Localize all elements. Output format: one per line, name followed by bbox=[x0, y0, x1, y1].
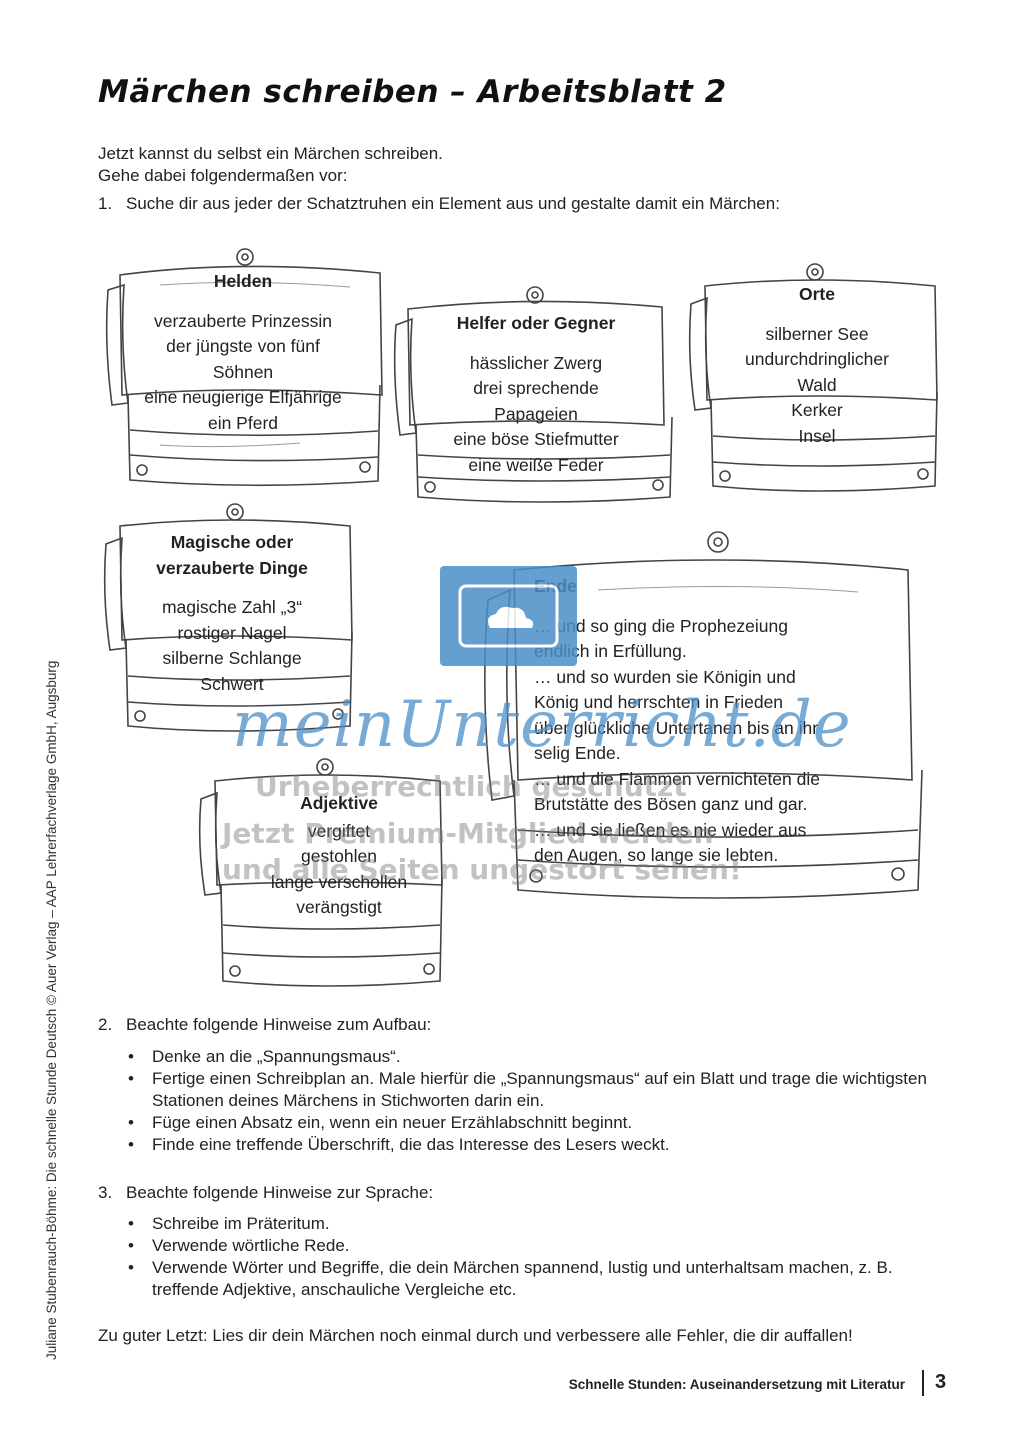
step-3-number: 3. bbox=[98, 1183, 113, 1202]
chest-item: eine neugierige Elfjährige bbox=[144, 387, 342, 407]
treasure-chest-icon bbox=[484, 531, 923, 899]
chest-heading: verzauberte Dinge bbox=[156, 557, 308, 578]
watermark-logo-icon bbox=[440, 566, 577, 666]
chest-item: Söhnen bbox=[212, 361, 274, 382]
chest-item: … und die Flammen vernichteten die bbox=[534, 768, 820, 789]
chest-heading: Helfer oder Gegner bbox=[456, 313, 616, 333]
list-item: Füge einen Absatz ein, wenn ein neuer Er… bbox=[128, 1112, 948, 1134]
intro-line-2: Gehe dabei folgendermaßen vor: bbox=[98, 166, 348, 185]
chest-item: magische Zahl „3“ bbox=[161, 597, 303, 617]
chest-item: verängstigt bbox=[296, 897, 382, 917]
chest-item: eine weiße Feder bbox=[468, 454, 604, 475]
chest-item: Papageien bbox=[494, 403, 578, 424]
chest-heading: Magische oder bbox=[170, 532, 294, 552]
chest-item: rostiger Nagel bbox=[177, 622, 287, 643]
chest-item: lange verschollen bbox=[270, 871, 408, 892]
chest-item: silberner See bbox=[765, 323, 869, 344]
step-2-text: Beachte folgende Hinweise zum Aufbau: bbox=[126, 1015, 432, 1034]
step-1-number: 1. bbox=[98, 194, 113, 213]
step-3-list: Schreibe im Präteritum. Verwende wörtlic… bbox=[128, 1213, 948, 1301]
treasure-chest-icon bbox=[688, 263, 938, 492]
chest-item: endlich in Erfüllung. bbox=[534, 641, 687, 661]
list-item: Verwende Wörter und Begriffe, die dein M… bbox=[128, 1257, 952, 1301]
chest-item: Insel bbox=[798, 425, 836, 446]
treasure-chest-icon bbox=[198, 758, 443, 987]
page-title: Märchen schreiben – Arbeitsblatt 2 bbox=[98, 74, 727, 110]
chest-item: ein Pferd bbox=[207, 412, 279, 433]
chest-item: silberne Schlange bbox=[162, 648, 302, 668]
list-item: Verwende wörtliche Rede. bbox=[128, 1235, 948, 1257]
chest-ende: Ende … und so ging die Prophezeiung endl… bbox=[478, 530, 940, 910]
watermark-brand: meinUnterricht.de bbox=[232, 688, 852, 762]
footer-divider bbox=[922, 1370, 924, 1396]
chest-item: König und herrschten in Frieden bbox=[534, 692, 784, 712]
chest-item: … und so wurden sie Königin und bbox=[534, 666, 796, 687]
chest-item: … und so ging die Prophezeiung bbox=[534, 615, 788, 636]
chest-item: undurchdringlicher bbox=[745, 349, 889, 369]
chest-item: … und sie ließen es nie wieder aus bbox=[534, 819, 807, 840]
chest-heading: Adjektive bbox=[300, 793, 378, 813]
chest-magische-dinge: Magische oder verzauberte Dinge magische… bbox=[100, 500, 360, 740]
chest-item: vergiftet bbox=[307, 820, 371, 841]
chest-item: hässlicher Zwerg bbox=[469, 352, 603, 373]
chest-item: verzauberte Prinzessin bbox=[154, 310, 332, 331]
treasure-chest-icon bbox=[393, 286, 673, 503]
step-1-text: Suche dir aus jeder der Schatztruhen ein… bbox=[126, 194, 780, 213]
chest-item: Wald bbox=[797, 374, 837, 395]
chest-item: eine böse Stiefmutter bbox=[453, 429, 619, 449]
chest-heading: Ende bbox=[534, 574, 894, 600]
chest-item: gestohlen bbox=[301, 846, 377, 866]
chest-item: Kerker bbox=[791, 400, 843, 420]
treasure-chest-icon bbox=[103, 503, 353, 732]
chest-item: drei sprechende bbox=[473, 378, 599, 398]
page-number: 3 bbox=[935, 1371, 947, 1393]
chest-item: selig Ende. bbox=[534, 743, 621, 763]
chest-item: Schwert bbox=[200, 673, 264, 694]
list-item: Denke an die „Spannungsmaus“. bbox=[128, 1046, 948, 1068]
chest-item: der jüngste von fünf bbox=[166, 336, 320, 356]
intro-line-1: Jetzt kannst du selbst ein Märchen schre… bbox=[98, 144, 443, 163]
watermark-line-2: Jetzt Premium-Mitglied werden bbox=[222, 817, 714, 850]
footer-text: Schnelle Stunden: Auseinandersetzung mit… bbox=[568, 1377, 905, 1392]
copyright-sidebar: Juliane Stubenrauch-Böhme: Die schnelle … bbox=[44, 660, 59, 1360]
chest-item: den Augen, so lange sie lebten. bbox=[534, 845, 779, 865]
step-2-number: 2. bbox=[98, 1015, 113, 1034]
list-item: Fertige einen Schreibplan an. Male hierf… bbox=[128, 1068, 932, 1112]
chest-helden: Helden verzauberte Prinzessin der jüngst… bbox=[100, 245, 390, 495]
chest-orte: Orte silberner See undurchdringlicher Wa… bbox=[685, 260, 945, 500]
chest-item: Brutstätte des Bösen ganz und gar. bbox=[534, 794, 808, 814]
closing-text: Zu guter Letzt: Lies dir dein Märchen no… bbox=[98, 1326, 853, 1345]
treasure-chest-icon bbox=[105, 248, 383, 487]
step-2-list: Denke an die „Spannungsmaus“. Fertige ei… bbox=[128, 1046, 948, 1156]
chest-heading: Orte bbox=[799, 284, 835, 304]
chest-heading: Helden bbox=[213, 271, 273, 291]
list-item: Schreibe im Präteritum. bbox=[128, 1213, 948, 1235]
chest-adjektive: Adjektive vergiftet gestohlen lange vers… bbox=[195, 755, 450, 995]
watermark-line-1: Urheberrechtlich geschützt bbox=[255, 770, 687, 803]
step-3-text: Beachte folgende Hinweise zur Sprache: bbox=[126, 1183, 434, 1202]
chest-helfer-oder-gegner: Helfer oder Gegner hässlicher Zwerg drei… bbox=[390, 285, 680, 510]
chest-item: über glückliche Untertanen bis an ihr bbox=[534, 717, 819, 738]
list-item: Finde eine treffende Überschrift, die da… bbox=[128, 1134, 948, 1156]
watermark-line-3: und alle Seiten ungestört sehen! bbox=[222, 853, 742, 886]
